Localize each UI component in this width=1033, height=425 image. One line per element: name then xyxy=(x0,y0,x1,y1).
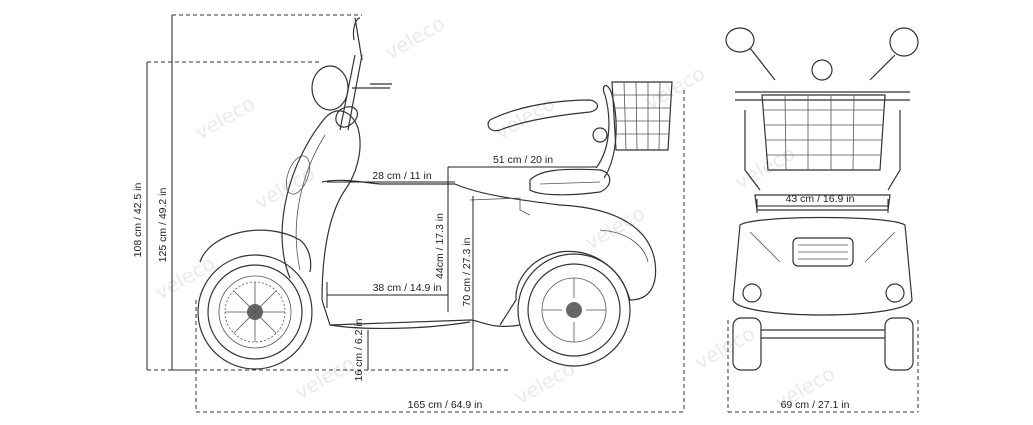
side-view-scooter xyxy=(197,17,673,370)
footboard-length-label: 38 cm / 14.9 in xyxy=(373,282,442,294)
rear-wheel xyxy=(517,253,631,367)
rear-body xyxy=(454,183,657,326)
armrest-pivot xyxy=(592,127,608,143)
overall-width-refs xyxy=(727,320,919,412)
body-trim xyxy=(295,134,326,271)
rear-view-scooter xyxy=(725,27,919,371)
watermark: veleco xyxy=(381,11,449,64)
handlebar-height-label: 108 cm / 42.5 in xyxy=(132,182,144,257)
left-mirror xyxy=(725,27,755,53)
front-headlamp xyxy=(311,65,349,111)
rear-body-shell xyxy=(732,216,913,316)
mirror-stems xyxy=(749,47,896,81)
front-wheel xyxy=(197,254,313,370)
armrest xyxy=(487,99,599,132)
watermark: veleco xyxy=(641,61,709,114)
front-body xyxy=(281,110,471,330)
seat xyxy=(529,168,611,196)
watermark: veleco xyxy=(731,141,799,194)
steering-column xyxy=(339,54,363,131)
rear-basket-front xyxy=(761,94,886,171)
seat-width-ticks xyxy=(756,199,889,213)
front-fender xyxy=(199,229,312,273)
rear-left-wheel xyxy=(732,317,762,371)
left-lamp xyxy=(742,283,762,303)
handlebar xyxy=(352,83,392,89)
watermark: veleco xyxy=(691,321,759,374)
rear-axle xyxy=(761,329,885,339)
seat-stitch xyxy=(539,181,601,185)
watermarks: veleco veleco veleco veleco veleco velec… xyxy=(151,11,839,414)
watermark: veleco xyxy=(291,351,359,404)
rear-right-wheel xyxy=(884,317,914,371)
handlebar-grip xyxy=(335,106,358,128)
rear-handlebar xyxy=(735,91,910,101)
watermark: veleco xyxy=(191,91,259,144)
footboard-depth-label: 28 cm / 11 in xyxy=(372,170,431,182)
footboard xyxy=(329,319,521,327)
rear-body-trim xyxy=(469,197,531,216)
dimension-labels: 108 cm / 42.5 in 125 cm / 49.2 in 28 cm … xyxy=(132,154,855,411)
ground-clearance-label: 16 cm / 6.2 in xyxy=(353,318,365,381)
rear-light xyxy=(599,229,649,263)
backrest-height-label: 70 cm / 27.3 in xyxy=(461,237,473,306)
seat-width-label: 43 cm / 16.9 in xyxy=(786,193,855,205)
overall-height-label: 125 cm / 49.2 in xyxy=(157,187,169,262)
right-lamp xyxy=(885,283,905,303)
dimension-lines xyxy=(146,14,919,413)
front-light xyxy=(285,155,311,195)
seat-length-label: 51 cm / 20 in xyxy=(493,154,553,166)
watermark: veleco xyxy=(511,356,579,409)
mirror xyxy=(352,17,363,61)
overall-width-label: 69 cm / 27.1 in xyxy=(781,399,850,411)
rear-basket xyxy=(611,81,673,151)
rear-grille xyxy=(792,237,854,267)
rear-headlamp xyxy=(811,59,833,81)
body-creases xyxy=(749,231,896,263)
backrest xyxy=(595,85,617,179)
footboard-top xyxy=(321,179,455,185)
rear-armrests xyxy=(744,110,901,191)
grille-slats xyxy=(798,244,848,260)
overall-length-label: 165 cm / 64.9 in xyxy=(408,399,483,411)
seat-height-label: 44cm / 17.3 in xyxy=(434,213,446,279)
right-mirror xyxy=(889,27,919,57)
